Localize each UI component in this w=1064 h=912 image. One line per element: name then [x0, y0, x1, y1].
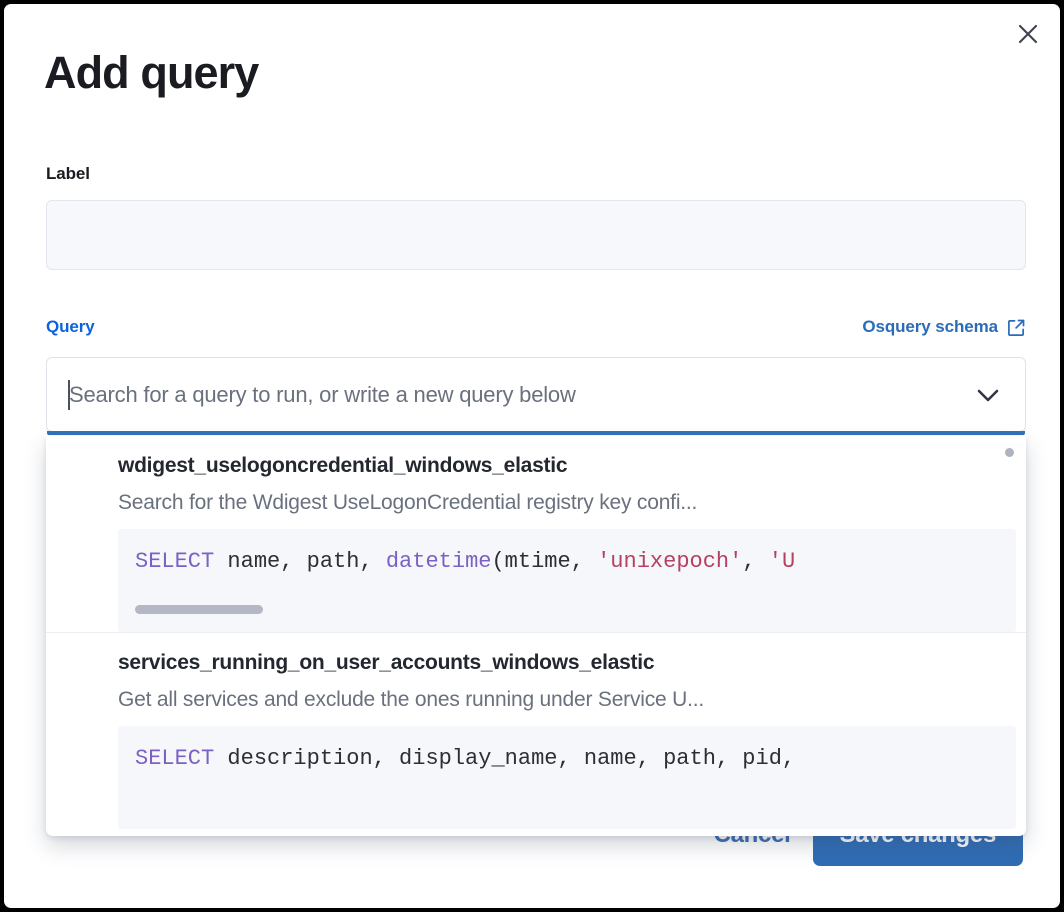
- query-search-input[interactable]: [47, 381, 927, 408]
- scroll-indicator[interactable]: [1005, 448, 1014, 457]
- query-options-popover: wdigest_uselogoncredential_windows_elast…: [46, 436, 1026, 836]
- external-link-icon: [1007, 318, 1026, 337]
- option-title: services_running_on_user_accounts_window…: [118, 651, 655, 674]
- option-title: wdigest_uselogoncredential_windows_elast…: [118, 454, 568, 477]
- list-item[interactable]: services_running_on_user_accounts_window…: [46, 632, 1026, 829]
- add-query-dialog: Add query Label Query Osquery schema: [4, 4, 1060, 908]
- label-field-group: Label: [46, 164, 1026, 270]
- close-dialog-button[interactable]: [1010, 16, 1046, 52]
- code-line: SELECT description, display_name, name, …: [135, 746, 796, 771]
- code-horizontal-scrollbar[interactable]: [135, 605, 263, 614]
- code-line: SELECT name, path, datetime(mtime, 'unix…: [135, 549, 796, 574]
- osquery-schema-link[interactable]: Osquery schema: [862, 317, 1026, 337]
- osquery-schema-link-label: Osquery schema: [862, 317, 998, 336]
- option-description: Search for the Wdigest UseLogonCredentia…: [118, 491, 698, 514]
- label-field-label: Label: [46, 164, 90, 183]
- option-code-preview: SELECT description, display_name, name, …: [118, 726, 1016, 829]
- close-icon: [1015, 21, 1041, 47]
- list-item[interactable]: wdigest_uselogoncredential_windows_elast…: [46, 436, 1026, 632]
- page-title: Add query: [44, 47, 259, 98]
- option-description: Get all services and exclude the ones ru…: [118, 688, 705, 711]
- option-code-preview: SELECT name, path, datetime(mtime, 'unix…: [118, 529, 1016, 632]
- text-caret: [68, 380, 70, 410]
- label-input[interactable]: [46, 200, 1026, 270]
- query-field-label: Query: [46, 317, 95, 336]
- chevron-down-icon[interactable]: [973, 385, 1003, 405]
- query-search-combobox[interactable]: [46, 357, 1026, 435]
- query-header-row: Query Osquery schema: [46, 317, 1026, 337]
